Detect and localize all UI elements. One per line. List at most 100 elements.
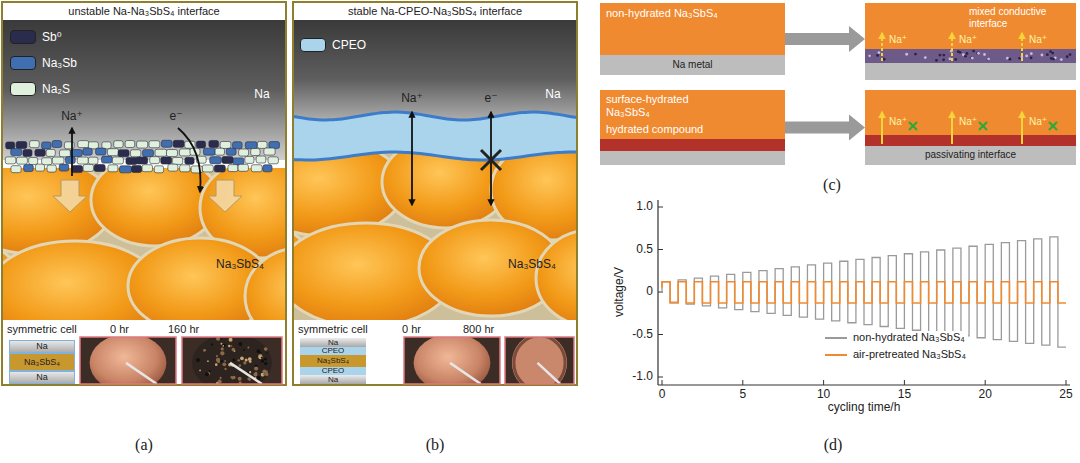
- corrosion-speck: [232, 378, 234, 380]
- corrosion-speck: [264, 358, 267, 361]
- node-label: hydrated compound: [606, 123, 703, 136]
- interface-particle: [46, 149, 55, 156]
- tick-label: 20: [979, 388, 992, 402]
- corrosion-speck: [203, 349, 206, 352]
- tick-label: 0: [659, 388, 666, 402]
- interface-particle: [11, 149, 22, 156]
- interface-particle: [1069, 53, 1072, 56]
- node-label: Na metal: [672, 59, 712, 71]
- x-tick: [662, 380, 663, 385]
- corrosion-speck: [249, 360, 252, 363]
- interface-particle: [1009, 58, 1012, 61]
- interface-particle: [180, 165, 190, 172]
- arrow-head: [849, 115, 865, 141]
- legend-label: air-pretreated Na₃SbS₄: [853, 348, 966, 361]
- node-label: Na: [36, 373, 48, 382]
- corrosion-speck: [266, 352, 268, 354]
- y-tick: [658, 249, 663, 250]
- electron-arrow: [178, 128, 201, 192]
- legend-swatch: [10, 82, 36, 96]
- tick-label: 10: [817, 388, 830, 402]
- interface-particle: [1006, 57, 1009, 60]
- interface-particle: [924, 56, 927, 59]
- cell-photo: [182, 337, 282, 384]
- x-tick: [985, 380, 986, 385]
- node-label: passivating interface: [925, 149, 1016, 161]
- cell-photo: [80, 337, 176, 384]
- x-tick: [1066, 380, 1067, 385]
- interface-particle: [939, 54, 942, 57]
- growth-arrow: [53, 180, 87, 212]
- interface-particle: [238, 164, 248, 171]
- node-label: non-hydrated Na₃SbS₄: [606, 7, 718, 20]
- interface-particle: [1030, 52, 1033, 55]
- photo-frame: [505, 337, 574, 384]
- interface-particle: [83, 148, 92, 155]
- node-label: Na⁺: [889, 116, 907, 128]
- x-tick: [742, 380, 743, 385]
- interface-particle: [77, 157, 88, 164]
- corrosion-speck: [240, 356, 244, 360]
- curve-non-hydrated: [662, 237, 1066, 347]
- interface-particle: [154, 166, 163, 173]
- legend-label: non-hydrated Na₃SbS₄: [853, 331, 965, 344]
- electrolyte-pellet: [192, 337, 272, 384]
- interface-block: passivating interfaceNa⁺Na⁺Na⁺: [865, 90, 1076, 165]
- interface-particle: [257, 141, 267, 148]
- time-label: 0 hr: [402, 323, 421, 336]
- interface-particle: [264, 148, 275, 155]
- interface-particle: [964, 55, 967, 58]
- cell-layer: Na₃SbS₄: [300, 355, 366, 367]
- cell-layer: Na: [300, 338, 366, 347]
- electron-label: e⁻: [484, 92, 497, 106]
- ion-path: [1021, 33, 1023, 61]
- legend-swatch: [10, 56, 36, 70]
- interface-particle: [149, 141, 160, 148]
- interface-particle: [209, 140, 219, 147]
- interface-particle: [108, 165, 118, 172]
- cell-caption: symmetric cell: [298, 323, 368, 336]
- interface-particle: [161, 157, 172, 164]
- interface-particle: [143, 150, 154, 157]
- legend-line: [825, 337, 847, 339]
- cell-layer: Na₃SbS₄: [9, 353, 75, 371]
- interface-particle: [949, 57, 952, 60]
- corrosion-speck: [254, 366, 258, 370]
- corrosion-speck: [222, 345, 224, 347]
- interface-particle: [59, 164, 69, 171]
- corrosion-speck: [222, 344, 226, 348]
- interface-particle: [30, 141, 40, 148]
- interface-particle: [88, 157, 98, 164]
- node-label: Na₃SbS₄: [24, 358, 60, 367]
- ion-label: Na⁺: [61, 110, 83, 124]
- corrosion-speck: [263, 373, 265, 375]
- corrosion-speck: [261, 357, 263, 359]
- y-tick: [658, 207, 663, 208]
- interface-particle: [239, 149, 249, 156]
- panel-letter: (d): [824, 436, 843, 454]
- interface-particle: [222, 156, 233, 163]
- photo-frame: [404, 337, 500, 384]
- tick-label: 5: [739, 388, 746, 402]
- corrosion-speck: [258, 355, 262, 359]
- ion-path: [1021, 112, 1023, 144]
- ion-path: [951, 33, 953, 61]
- tick-label: 1.0: [636, 200, 653, 214]
- interface-particle: [47, 165, 56, 172]
- interface-particle: [215, 148, 224, 155]
- corrosion-speck: [221, 347, 224, 350]
- interface-particle: [142, 165, 152, 172]
- interface-particle: [905, 53, 908, 56]
- corrosion-speck: [232, 358, 235, 361]
- corrosion-speck: [209, 370, 211, 372]
- y-tick: [658, 334, 663, 335]
- interface-particle: [130, 150, 140, 157]
- y-tick: [658, 377, 663, 378]
- corrosion-speck: [253, 373, 257, 377]
- process-arrow: [785, 115, 865, 141]
- x-tick: [904, 380, 905, 385]
- x-tick: [823, 380, 824, 385]
- interface-particle: [269, 142, 280, 149]
- interface-particle: [220, 141, 231, 148]
